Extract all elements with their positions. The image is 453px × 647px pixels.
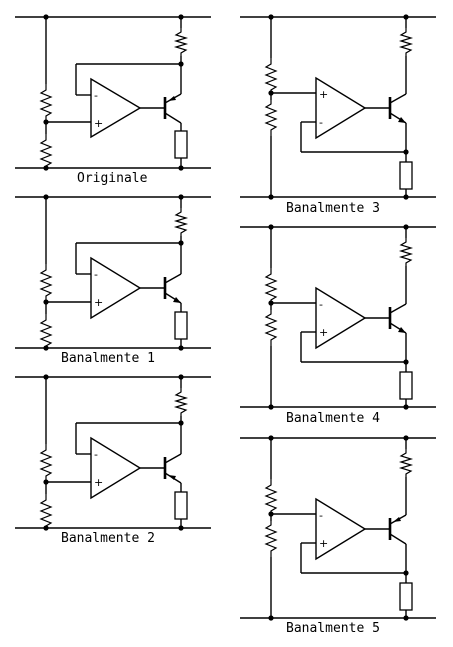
op-amp: [315, 286, 367, 350]
load-resistor: [174, 130, 188, 159]
pin-bottom-sign: +: [319, 537, 328, 550]
divider-bottom-resistor: [264, 521, 278, 557]
emitter-arrow: [398, 327, 406, 333]
load-resistor: [174, 311, 188, 340]
circuit-label: Banalmente 5: [286, 621, 380, 636]
circuit-label: Banalmente 1: [61, 351, 155, 366]
pin-bottom-sign: +: [94, 296, 103, 309]
emitter-arrow: [393, 517, 401, 522]
top-resistor: [173, 388, 189, 416]
top-resistor: [173, 208, 189, 236]
emitter-arrow: [168, 96, 176, 101]
pin-top-sign: -: [94, 448, 98, 461]
pin-bottom-sign: +: [94, 117, 103, 130]
divider-bottom-resistor: [39, 494, 53, 528]
load-resistor: [174, 491, 188, 520]
load-resistor: [399, 582, 413, 611]
transistor-collector: [164, 453, 182, 464]
divider-bottom-resistor: [264, 310, 278, 346]
load-resistor: [399, 371, 413, 400]
pin-bottom-sign: +: [94, 476, 103, 489]
top-resistor: [398, 238, 414, 266]
circuit-banalmente-1: - + Banalmente 1: [15, 194, 211, 366]
divider-bottom-resistor: [264, 100, 278, 136]
pin-top-sign: -: [319, 298, 323, 311]
transistor-collector: [164, 273, 182, 284]
divider-top-resistor: [264, 268, 278, 303]
op-amp: [90, 77, 142, 139]
op-amp: [90, 436, 142, 500]
divider-top-resistor: [39, 84, 53, 122]
circuit-banalmente-4: - + Banalmente 4: [240, 224, 436, 426]
divider-top-resistor: [39, 264, 53, 302]
op-amp: [90, 256, 142, 320]
divider-top-resistor: [39, 444, 53, 482]
top-resistor: [173, 28, 189, 56]
op-amp: [315, 497, 367, 561]
circuit-banalmente-2: - + Banalmente 2: [15, 374, 211, 546]
circuit-label: Banalmente 2: [61, 531, 155, 546]
emitter-arrow: [173, 297, 181, 303]
circuit-originale: - + Originale: [15, 14, 211, 186]
pin-top-sign: -: [94, 89, 98, 102]
circuit-banalmente-5: - + Banalmente 5: [240, 435, 436, 636]
pin-bottom-sign: -: [319, 116, 323, 129]
pin-top-sign: -: [94, 268, 98, 281]
divider-bottom-resistor: [39, 314, 53, 348]
circuit-label: Originale: [77, 171, 148, 186]
emitter-arrow: [398, 117, 406, 123]
divider-top-resistor: [264, 479, 278, 514]
pin-top-sign: -: [319, 509, 323, 522]
transistor-collector: [389, 303, 407, 314]
divider-top-resistor: [264, 58, 278, 93]
transistor-collector: [389, 93, 407, 104]
op-amp: [315, 76, 367, 140]
pin-top-sign: +: [319, 88, 328, 101]
circuit-label: Banalmente 3: [286, 201, 380, 216]
circuit-label: Banalmente 4: [286, 411, 380, 426]
transistor-collector: [389, 533, 407, 545]
pin-bottom-sign: +: [319, 326, 328, 339]
load-resistor: [399, 161, 413, 190]
top-resistor: [398, 449, 414, 477]
top-resistor: [398, 28, 414, 56]
divider-bottom-resistor: [39, 134, 53, 168]
transistor-collector: [164, 112, 182, 124]
circuit-banalmente-3: + - Banalmente 3: [240, 14, 436, 216]
emitter-arrow: [168, 475, 176, 480]
